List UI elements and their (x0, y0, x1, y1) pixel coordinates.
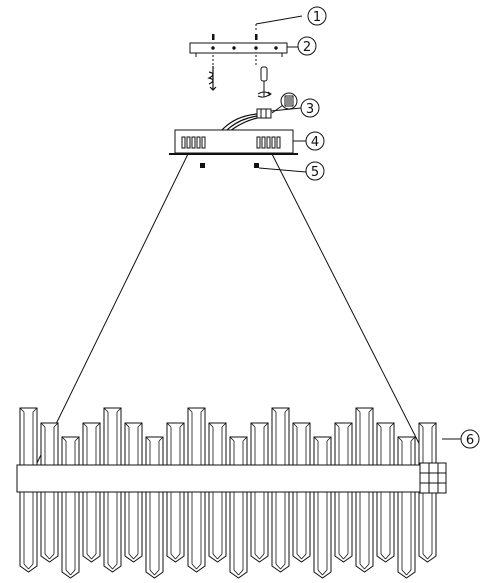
callout-number: 6 (466, 433, 474, 448)
frame-bar (16, 462, 447, 494)
callout-number: 4 (311, 135, 319, 150)
canopy-screws (200, 163, 259, 168)
crystal-prism (397, 436, 416, 579)
suspension-cables (35, 153, 431, 466)
screw-guide-lines (212, 24, 257, 66)
callout-number: 1 (313, 10, 321, 25)
callout-number: 3 (306, 102, 314, 117)
canopy (169, 129, 298, 155)
callout-5: 5 (258, 161, 325, 181)
callout-2: 2 (287, 36, 317, 56)
crystal-prism (313, 436, 332, 579)
crystal-prism (229, 436, 248, 579)
crystal-prism (145, 436, 164, 579)
mounting-bracket (189, 42, 288, 57)
callout-number: 5 (311, 165, 319, 180)
callout-6: 6 (442, 429, 480, 449)
connector-detail-icon (280, 92, 298, 110)
callout-4: 4 (293, 131, 325, 151)
callout-3: 3 (270, 98, 320, 118)
callout-number: 2 (303, 40, 311, 55)
wires (221, 113, 258, 132)
canopy-vent-right (256, 136, 281, 149)
wire-connector (256, 104, 284, 119)
callout-1: 1 (255, 6, 327, 26)
crystal-prism (61, 436, 80, 579)
twist-screw-icon (207, 66, 217, 91)
crystal-prisms (19, 407, 437, 579)
screwdriver-icon (257, 66, 272, 98)
canopy-vent-left (181, 136, 206, 149)
top-screws (212, 34, 258, 40)
